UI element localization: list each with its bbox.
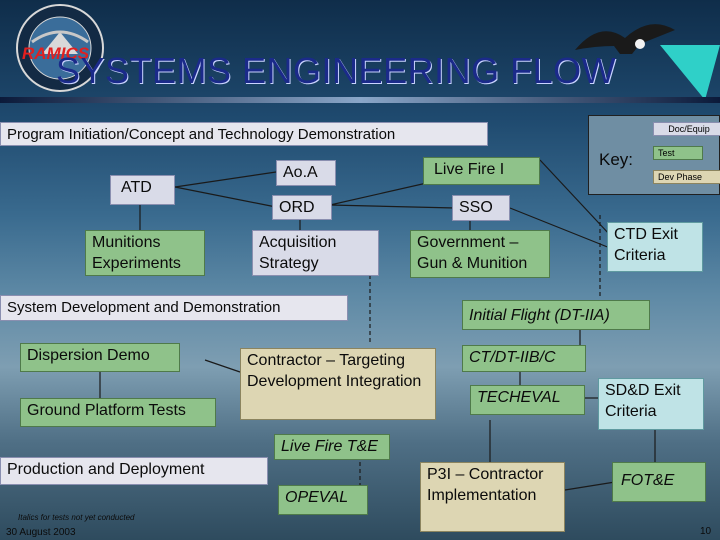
program-logo: RAMICS <box>2 2 120 94</box>
acquisition-strategy-box: Acquisition Strategy <box>252 230 379 276</box>
techeval-box: TECHEVAL <box>470 385 585 415</box>
opeval-box: OPEVAL <box>278 485 368 515</box>
title-divider <box>0 97 720 103</box>
logo-emblem-icon <box>16 4 104 92</box>
sdd-exit-criteria-box: SD&D Exit Criteria <box>598 378 704 430</box>
triangle-accent-icon <box>660 45 720 100</box>
live-fire-te-box: Live Fire T&E <box>274 434 390 460</box>
logo-brand: RAMICS <box>22 44 90 63</box>
aoa-box: Ao.A <box>276 160 336 186</box>
key-dev-phase: Dev Phase <box>653 170 720 184</box>
fote-box: FOT&E <box>612 462 706 502</box>
key-doc-equip: Doc/Equip <box>653 122 720 136</box>
eagle-icon <box>575 24 675 54</box>
key-test: Test <box>653 146 703 160</box>
sso-box: SSO <box>452 195 510 221</box>
footer-date: 30 August 2003 <box>6 527 76 538</box>
italics-note: Italics for tests not yet conducted <box>18 513 135 522</box>
ct-dt-box: CT/DT-IIB/C <box>462 345 586 372</box>
phase-sdd-header: System Development and Demonstration <box>0 295 348 321</box>
munitions-experiments-box: Munitions Experiments <box>85 230 205 276</box>
slide-title: SYSTEMS ENGINEERING FLOW <box>56 50 617 91</box>
legend-key: Key: Doc/Equip Test Dev Phase <box>588 115 720 195</box>
live-fire-i-box: Live Fire I <box>423 157 540 185</box>
government-gun-munition-box: Government – Gun & Munition <box>410 230 550 278</box>
phase-concept-header: Program Initiation/Concept and Technolog… <box>0 122 488 146</box>
contractor-targeting-box: Contractor – Targeting Development Integ… <box>240 348 436 420</box>
key-label: Key: <box>599 150 634 169</box>
page-number: 10 <box>700 526 712 537</box>
ground-platform-tests-box: Ground Platform Tests <box>20 398 216 427</box>
ctd-exit-criteria-box: CTD Exit Criteria <box>607 222 703 272</box>
dispersion-demo-box: Dispersion Demo <box>20 343 180 372</box>
phase-production-header: Production and Deployment <box>0 457 268 485</box>
atd-box: ATD <box>110 175 175 205</box>
initial-flight-box: Initial Flight (DT-IIA) <box>462 300 650 330</box>
p3i-contractor-box: P3I – Contractor Implementation <box>420 462 565 532</box>
ord-box: ORD <box>272 195 332 220</box>
